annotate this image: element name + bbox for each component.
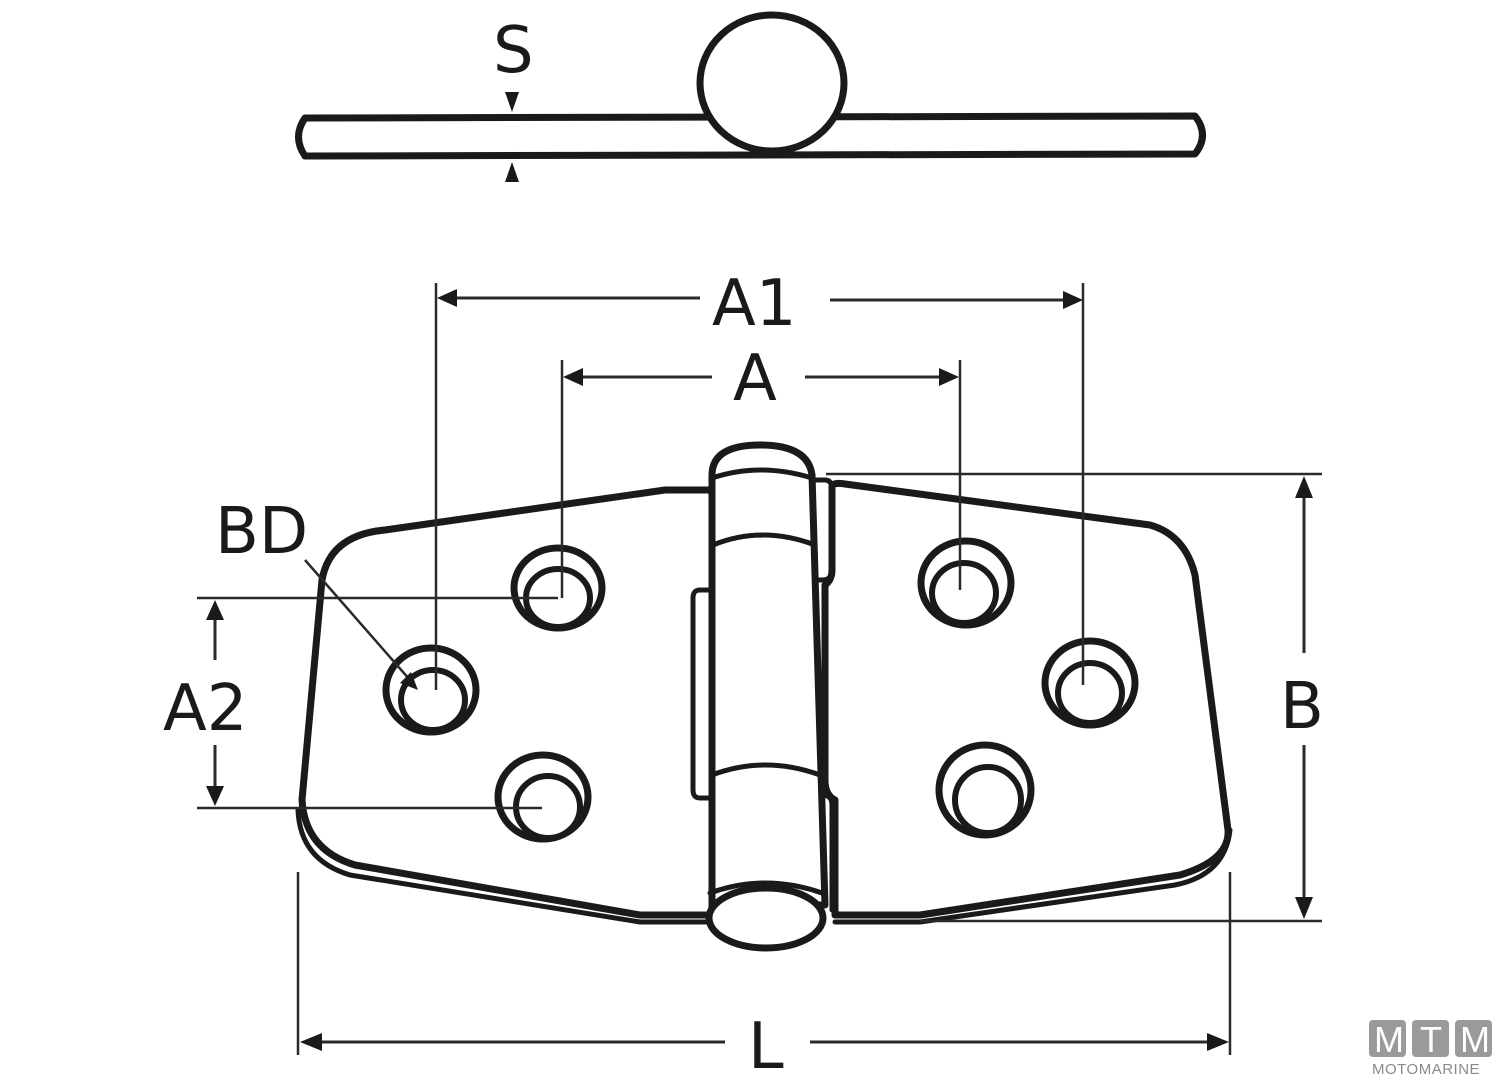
hole-left-middle: [382, 644, 480, 736]
s-arrow-bottom: [505, 162, 519, 182]
dimension-b: B: [826, 472, 1324, 923]
label-s: S: [493, 14, 534, 88]
label-a: A: [733, 342, 777, 416]
dimension-a1: A1: [434, 267, 1085, 690]
hole-left-top: [510, 544, 606, 632]
hole-right-bottom: [935, 741, 1035, 839]
dimension-a: A: [560, 342, 962, 598]
label-bd: BD: [215, 495, 308, 569]
logo-letter-2: T: [1420, 1019, 1442, 1060]
label-a1: A1: [712, 267, 797, 341]
label-b: B: [1280, 670, 1324, 744]
logo-box-2: [1412, 1020, 1449, 1057]
label-l: L: [748, 1010, 784, 1080]
hole-left-bottom: [494, 751, 592, 843]
logo-letter-3: M: [1460, 1019, 1490, 1060]
dimension-l: L: [296, 872, 1232, 1080]
logo-letter-1: M: [1374, 1019, 1404, 1060]
dimension-a2: A2: [163, 596, 558, 810]
hole-right-middle: [1041, 637, 1139, 729]
logo-box-1: [1369, 1020, 1406, 1057]
hole-right-top: [917, 537, 1015, 629]
knuckle: [705, 441, 829, 952]
logo-text: MOTOMARINE: [1372, 1061, 1480, 1078]
logo-box-3: [1455, 1020, 1492, 1057]
motomarine-logo: M T M MOTOMARINE: [1369, 1019, 1492, 1078]
s-arrow-top: [505, 92, 519, 112]
dimension-bd: BD: [215, 495, 418, 690]
front-view: A1 A A2 BD: [163, 267, 1324, 1080]
label-a2: A2: [163, 672, 248, 746]
side-view: S: [295, 11, 1206, 182]
